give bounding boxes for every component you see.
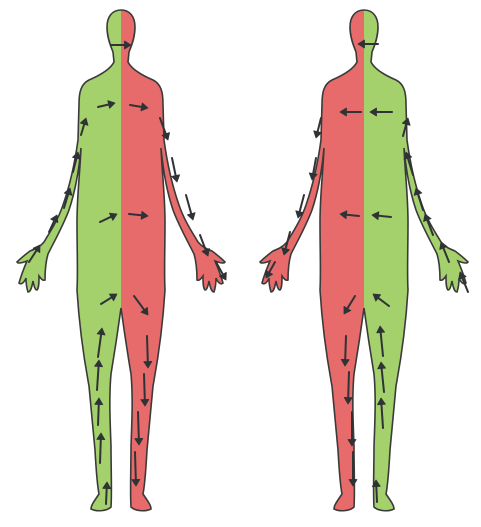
back-arrow	[459, 272, 468, 292]
front-right-half	[121, 0, 261, 527]
back-figure	[240, 0, 481, 527]
front-arrow	[172, 158, 180, 182]
back-left-half	[240, 0, 364, 527]
front-arrow	[186, 195, 195, 220]
front-figure	[0, 0, 261, 527]
back-arrow	[314, 118, 322, 138]
